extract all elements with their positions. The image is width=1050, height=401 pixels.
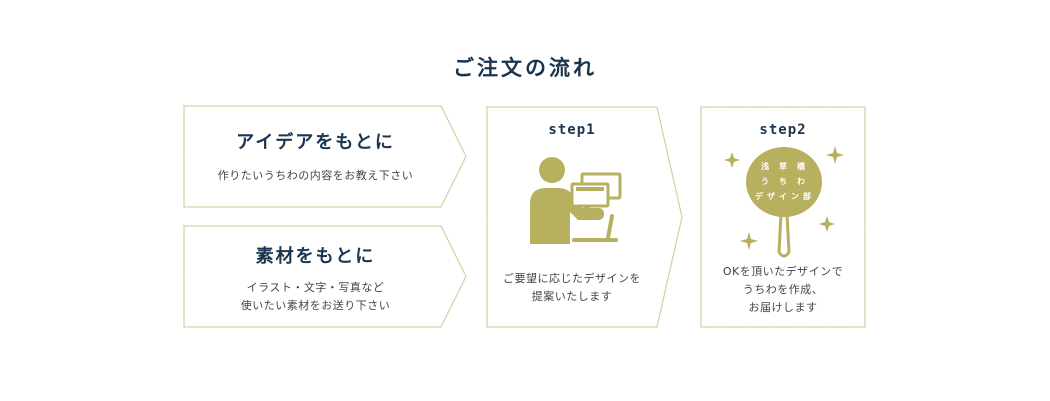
step1-box: step1 ご要望に応じたデザインを 提案いたします xyxy=(486,106,683,328)
fan-char: 部 xyxy=(803,191,811,201)
material-text-line2: 使いたい素材をお送り下さい xyxy=(240,299,391,312)
idea-text: 作りたいうちわの内容をお教え下さい xyxy=(217,169,414,182)
step1-text-line2: 提案いたします xyxy=(531,290,613,303)
fan-char: わ xyxy=(797,177,805,186)
fan-char: 浅 xyxy=(761,161,769,171)
fan-char: ザ xyxy=(767,192,775,201)
step2-text-line1: OKを頂いたデザインで xyxy=(722,265,844,278)
page-title: ご注文の流れ xyxy=(453,56,597,80)
person-computer-icon xyxy=(530,157,622,244)
fan-char: ち xyxy=(779,177,787,186)
step1-label: step1 xyxy=(548,122,596,138)
step2-box-outline xyxy=(700,106,866,328)
material-text-line1: イラスト・文字・写真など xyxy=(246,281,385,294)
idea-box: アイデアをもとに 作りたいうちわの内容をお教え下さい xyxy=(183,105,468,208)
step2-text-line2: うちわを作成、 xyxy=(742,283,824,296)
step1-text-line1: ご要望に応じたデザインを xyxy=(503,272,641,285)
step2-box: step2 浅 草 橋 う ち わ デ ザ イ ン 部 OKを頂いたデザインで … xyxy=(700,106,866,328)
step2-label: step2 xyxy=(759,122,807,138)
material-box-outline xyxy=(183,225,467,328)
fan-char: 草 xyxy=(779,161,787,171)
fan-char: ン xyxy=(791,192,799,201)
step2-text-line3: お届けします xyxy=(748,301,818,314)
fan-char: う xyxy=(761,177,769,186)
idea-heading: アイデアをもとに xyxy=(236,132,395,153)
idea-box-outline xyxy=(183,105,467,208)
material-box: 素材をもとに イラスト・文字・写真など 使いたい素材をお送り下さい xyxy=(183,225,468,328)
fan-char: デ xyxy=(755,191,764,201)
step1-box-outline xyxy=(486,106,683,328)
fan-char: 橋 xyxy=(797,161,806,171)
material-heading: 素材をもとに xyxy=(255,246,376,267)
uchiwa-fan-icon: 浅 草 橋 う ち わ デ ザ イ ン 部 xyxy=(724,146,844,258)
fan-char: イ xyxy=(779,192,787,201)
